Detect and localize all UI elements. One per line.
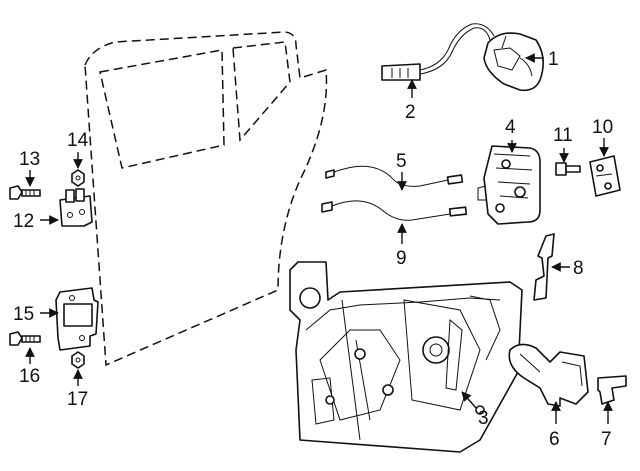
part-12-upper-hinge: [59, 188, 93, 227]
callout-11: 11: [553, 125, 573, 163]
callout-4: 4: [505, 117, 517, 153]
part-7-clip: [597, 375, 627, 405]
callout-7: 7: [601, 401, 613, 450]
callout-13: 13: [19, 149, 40, 187]
svg-text:3: 3: [478, 408, 489, 429]
part-14-nut: [71, 169, 85, 187]
callout-1: 1: [525, 49, 559, 70]
callout-16: 16: [19, 347, 40, 387]
svg-text:7: 7: [601, 429, 612, 450]
svg-text:6: 6: [549, 429, 560, 450]
part-6-bracket: [508, 343, 589, 407]
callout-10: 10: [592, 117, 613, 157]
callout-14: 14: [67, 130, 89, 169]
svg-text:14: 14: [67, 130, 89, 151]
svg-text:16: 16: [19, 366, 40, 387]
callout-6: 6: [549, 401, 561, 450]
part-5-rod: [325, 165, 464, 187]
callout-8: 8: [551, 258, 584, 279]
svg-text:10: 10: [592, 117, 613, 138]
part-16-bolt: [9, 331, 41, 346]
part-2-harness: [381, 23, 495, 81]
svg-text:13: 13: [19, 149, 40, 170]
part-1-outside-handle: [483, 32, 544, 92]
svg-text:8: 8: [573, 258, 584, 279]
part-13-bolt: [9, 185, 41, 200]
svg-text:11: 11: [553, 125, 573, 146]
part-15-lower-hinge: [55, 287, 99, 351]
door-outline: [84, 31, 328, 367]
part-3-window-regulator: [289, 261, 523, 453]
callout-3: 3: [461, 391, 489, 429]
callout-2: 2: [405, 79, 417, 123]
svg-text:1: 1: [548, 49, 559, 70]
callout-9: 9: [396, 223, 407, 269]
svg-text:2: 2: [405, 102, 416, 123]
part-4-door-latch: [477, 145, 541, 225]
svg-text:5: 5: [396, 151, 407, 172]
svg-text:17: 17: [67, 389, 88, 410]
callout-17: 17: [67, 369, 88, 410]
part-9-rod: [321, 200, 468, 221]
svg-text:4: 4: [505, 117, 516, 138]
callout-15: 15: [13, 304, 59, 325]
part-8-bracket: [533, 233, 555, 301]
callout-5: 5: [396, 151, 407, 191]
part-11-bolt: [555, 162, 581, 176]
svg-text:9: 9: [396, 248, 407, 269]
part-10-striker: [589, 155, 621, 197]
callout-12: 12: [13, 211, 59, 232]
part-17-nut: [71, 351, 85, 369]
svg-text:15: 15: [13, 304, 34, 325]
svg-text:12: 12: [13, 211, 34, 232]
